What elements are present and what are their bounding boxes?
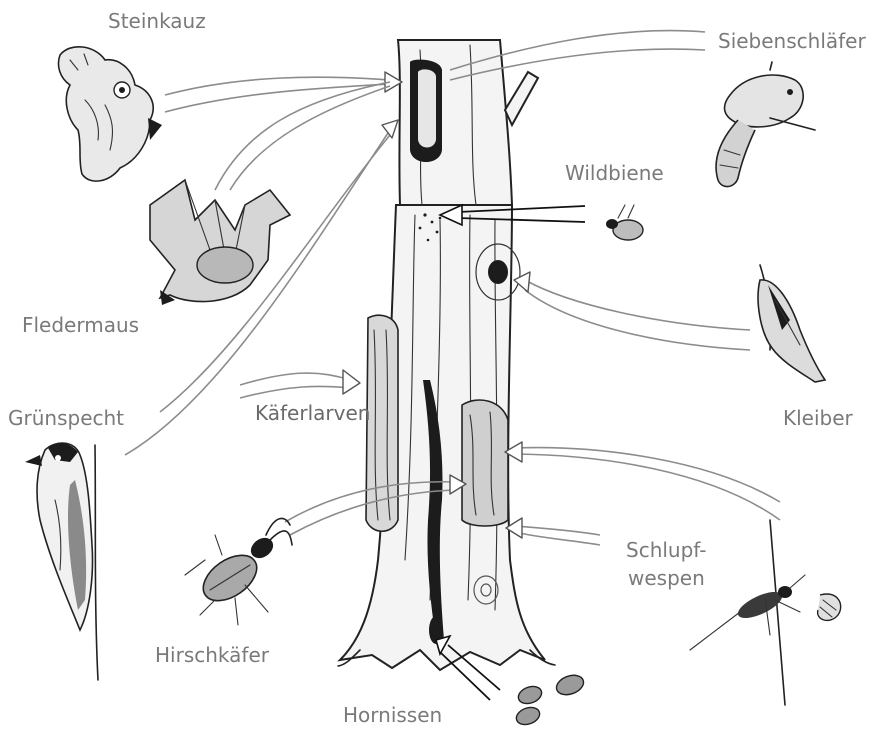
dormouse-icon: [716, 62, 815, 187]
label-kaeferlarven: Käferlarven: [255, 401, 370, 425]
owl-icon: [58, 47, 162, 181]
hornets-icon: [514, 672, 586, 728]
label-hornissen: Hornissen: [343, 703, 442, 727]
label-fledermaus: Fledermaus: [22, 313, 139, 337]
label-schlupfwespen-line1: Schlupf-: [626, 538, 706, 562]
label-steinkauz: Steinkauz: [108, 9, 206, 33]
label-hirschkaefer: Hirschkäfer: [155, 643, 270, 667]
nuthatch-icon: [758, 265, 825, 382]
bat-icon: [150, 180, 290, 305]
bee-icon: [606, 205, 643, 240]
label-schlupfwespen-line2: wespen: [628, 566, 705, 590]
label-kleiber: Kleiber: [783, 406, 854, 430]
woodpecker-icon: [25, 443, 98, 680]
label-siebenschlaefer: Siebenschläfer: [718, 29, 866, 53]
ichneumon-wasp-icon: [690, 520, 841, 705]
label-gruenspecht: Grünspecht: [8, 406, 124, 430]
stag-beetle-icon: [185, 518, 292, 625]
label-wildbiene: Wildbiene: [565, 161, 664, 185]
dead-tree-trunk-icon: [338, 40, 555, 670]
